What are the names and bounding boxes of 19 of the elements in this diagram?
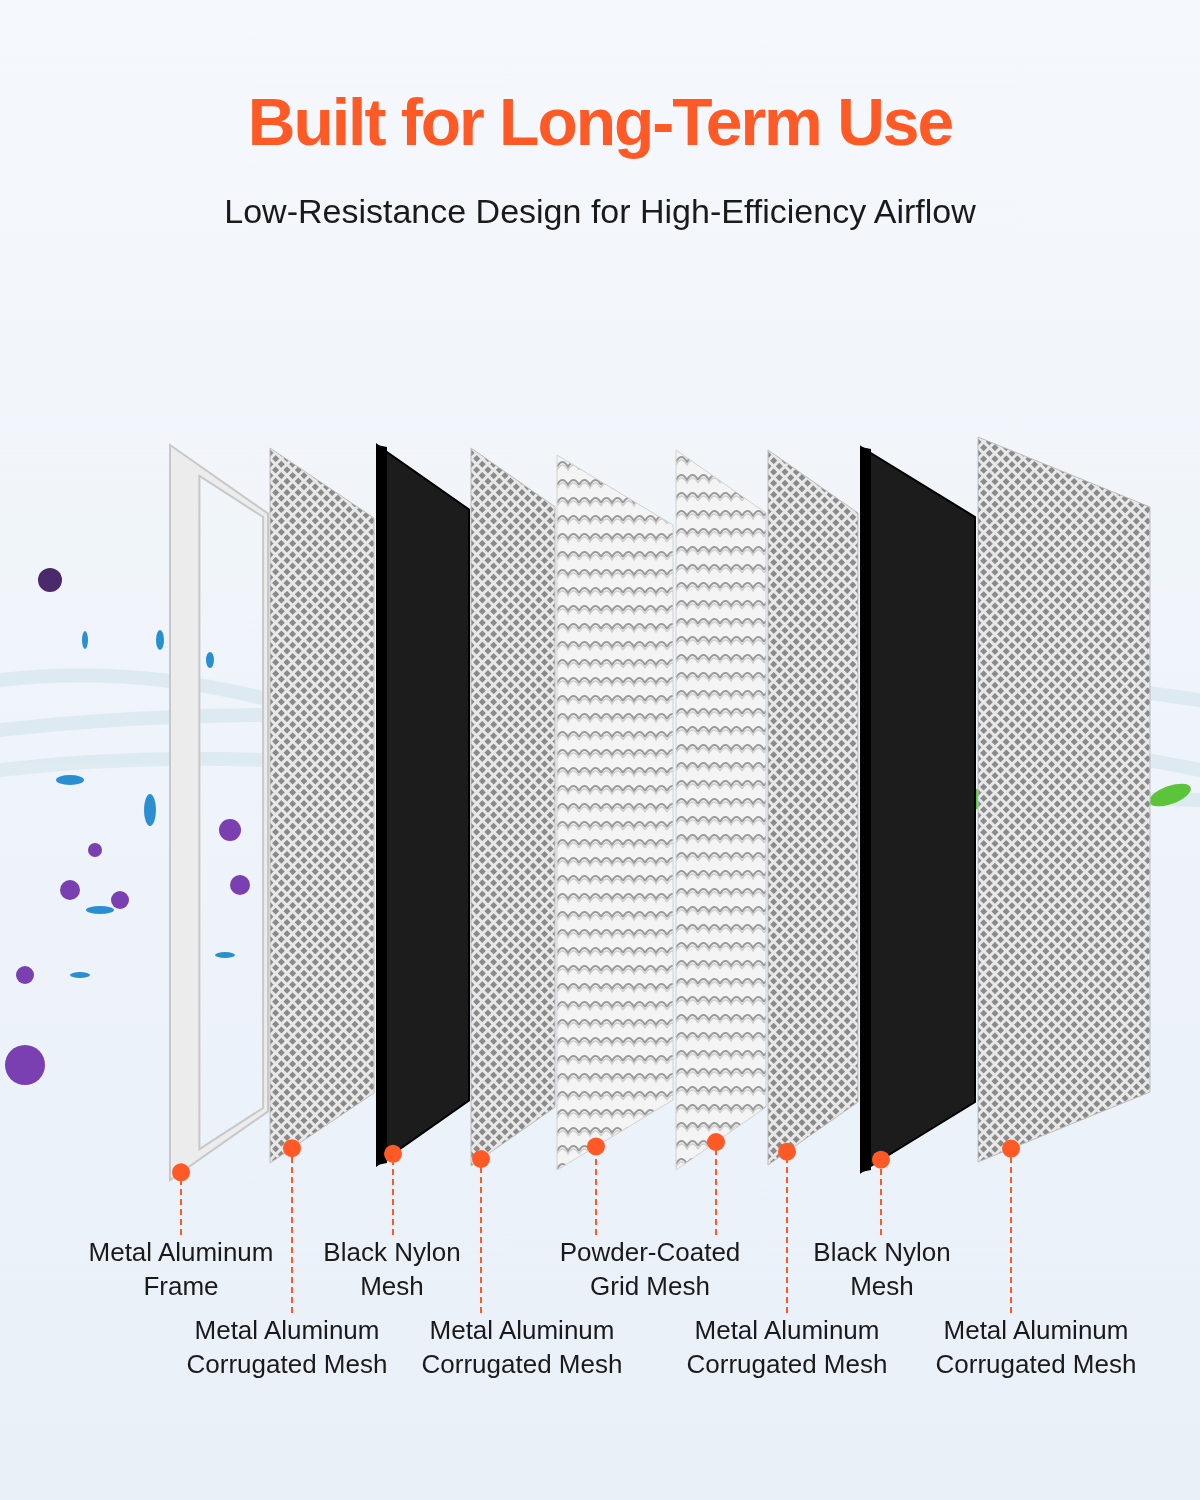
leader-line bbox=[172, 1163, 190, 1236]
part-label: Black Nylon Mesh bbox=[802, 1235, 962, 1303]
part-label: Metal Aluminum Corrugated Mesh bbox=[921, 1313, 1151, 1381]
part-label: Black Nylon Mesh bbox=[312, 1235, 472, 1303]
title: Built for Long-Term Use bbox=[246, 84, 954, 161]
leader-line bbox=[384, 1144, 402, 1236]
leader-line bbox=[778, 1142, 796, 1314]
part-label: Powder-Coated Grid Mesh bbox=[545, 1235, 755, 1303]
leader-line bbox=[872, 1150, 890, 1236]
leader-line bbox=[707, 1133, 725, 1236]
part-label: Metal Aluminum Corrugated Mesh bbox=[407, 1313, 637, 1381]
leader-line bbox=[587, 1137, 605, 1236]
part-label: Metal Aluminum Frame bbox=[76, 1235, 286, 1303]
part-label: Metal Aluminum Corrugated Mesh bbox=[672, 1313, 902, 1381]
leader-line bbox=[472, 1150, 490, 1314]
leader-line bbox=[1002, 1139, 1020, 1314]
leader-line bbox=[283, 1139, 301, 1314]
subtitle: Low-Resistance Design for High-Efficiency Airflow bbox=[223, 191, 977, 232]
part-label: Metal Aluminum Corrugated Mesh bbox=[172, 1313, 402, 1381]
